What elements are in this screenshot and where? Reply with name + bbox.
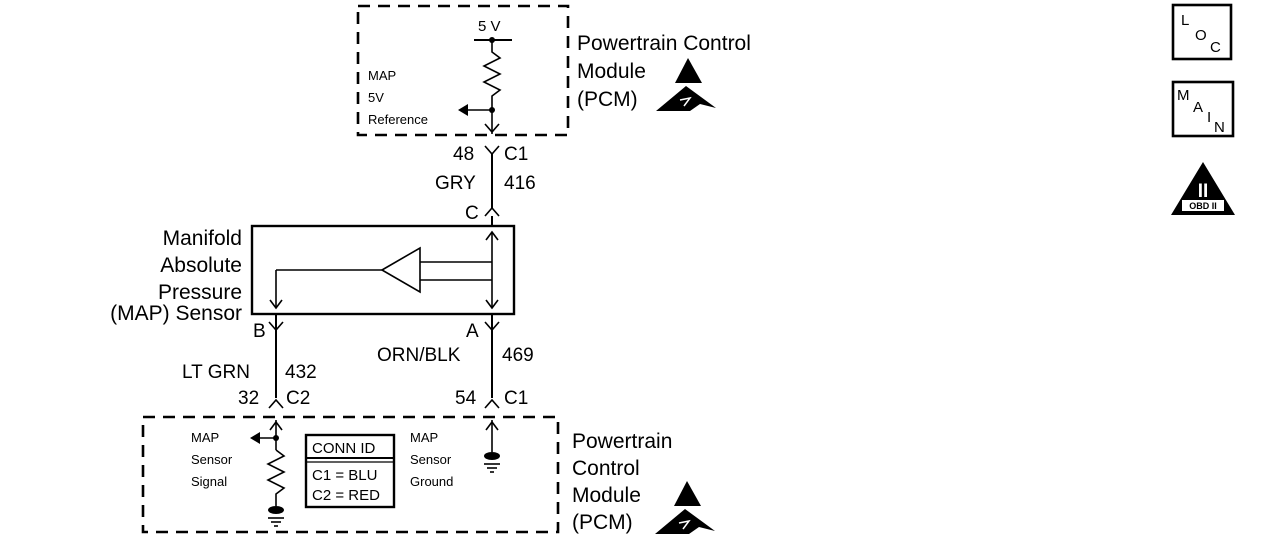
signal-label-line3: Signal	[191, 474, 227, 489]
conn-id-row1: C1 = BLU	[312, 467, 377, 484]
pcm-bottom-title-line4: (PCM)	[572, 511, 633, 534]
pcm-top-title-line3: (PCM)	[577, 88, 638, 111]
main-letter-m: M	[1177, 87, 1190, 104]
signal-label-line1: MAP	[191, 430, 219, 445]
right-wire-circuit: 469	[502, 345, 534, 366]
pcm-top-title-line1: Powertrain Control	[577, 32, 751, 55]
obd-numeral: II	[1198, 181, 1209, 202]
sensor-pin-a: A	[466, 321, 479, 342]
signal-label-line2: Sensor	[191, 452, 233, 467]
ref-label-line3: Reference	[368, 112, 428, 127]
conn-id-table	[304, 433, 396, 509]
ground-label-line1: MAP	[410, 430, 438, 445]
pcm-bottom-box	[141, 415, 560, 534]
sensor-name-line2: Absolute	[160, 254, 242, 277]
left-wire-circuit: 432	[285, 362, 317, 383]
ground-label-line2: Sensor	[410, 452, 452, 467]
pcm-top-box	[356, 4, 570, 137]
ground-circuit	[485, 420, 499, 452]
top-wire-color: GRY	[435, 173, 476, 194]
conn-id-title: CONN ID	[312, 440, 376, 457]
obd-ii-button[interactable]: II OBD II	[1171, 162, 1235, 215]
esd-warning-icon	[655, 481, 715, 534]
pcm-bottom-title-line1: Powertrain	[572, 430, 672, 453]
main-letter-n: N	[1214, 119, 1225, 136]
supply-voltage-label: 5 V	[478, 18, 501, 35]
right-pin-number: 54	[455, 388, 477, 409]
left-connector-id: C2	[286, 388, 310, 409]
ref-arrowhead	[484, 123, 500, 134]
sensor-name-line4: (MAP) Sensor	[110, 302, 242, 325]
pcm-bottom-title-line2: Control	[572, 457, 640, 480]
top-pin-number: 48	[453, 144, 474, 165]
main-letter-a: A	[1193, 99, 1203, 116]
signal-circuit	[250, 420, 286, 506]
sensor-pin-c: C	[465, 203, 479, 224]
ground-label-line3: Ground	[410, 474, 453, 489]
map-sensor-box	[250, 224, 516, 316]
sensor-name-line1: Manifold	[163, 227, 242, 250]
ref-label-line1: MAP	[368, 68, 396, 83]
top-wire-circuit: 416	[504, 173, 536, 194]
loc-letter-c: C	[1210, 39, 1221, 56]
loc-letter-o: O	[1195, 27, 1207, 44]
sensor-internal-circuit	[269, 230, 499, 310]
top-connector-id: C1	[504, 144, 528, 165]
pcm-ground-symbol	[484, 452, 500, 473]
pcm-bottom-title-line3: Module	[572, 484, 641, 507]
loc-letter-l: L	[1181, 12, 1189, 29]
obd-label: OBD II	[1189, 201, 1217, 211]
sensor-pin-b: B	[253, 321, 266, 342]
signal-ground-symbol	[268, 506, 284, 527]
pcm-top-title-line2: Module	[577, 60, 646, 83]
left-pin-number: 32	[238, 388, 259, 409]
right-wire	[484, 314, 500, 409]
right-connector-id: C1	[504, 388, 528, 409]
top-connector-c1	[484, 145, 500, 226]
conn-id-row2: C2 = RED	[312, 487, 380, 504]
sensor-name-line3: Pressure	[158, 281, 242, 304]
esd-warning-icon	[656, 58, 716, 111]
left-wire-color: LT GRN	[182, 362, 250, 383]
ref-label-line2: 5V	[368, 90, 384, 105]
right-wire-color: ORN/BLK	[377, 345, 461, 366]
main-letter-i: I	[1207, 109, 1211, 126]
loc-button[interactable]: L O C	[1171, 3, 1233, 61]
main-button[interactable]: M A I N	[1171, 80, 1235, 138]
left-wire	[268, 314, 284, 409]
pullup-resistor	[482, 40, 502, 110]
ref-output-arrow	[458, 104, 468, 116]
